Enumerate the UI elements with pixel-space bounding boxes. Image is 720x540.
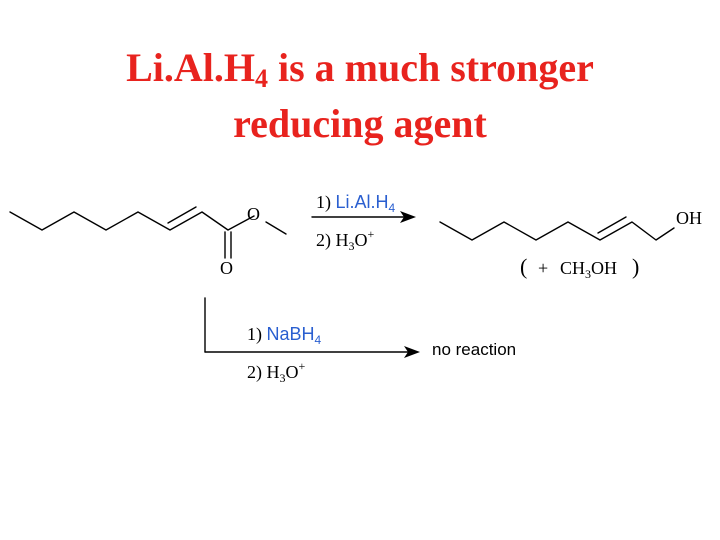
- slide-title: Li.Al.H4 is a much stronger reducing age…: [0, 40, 720, 152]
- reaction2-step1: 1) NaBH4: [247, 324, 322, 347]
- reaction1-arrowhead: [400, 211, 416, 223]
- byproduct-plus: +: [538, 258, 549, 278]
- reaction2-step2: 2) H3O+: [247, 359, 306, 385]
- reaction1-step1: 1) Li.Al.H4: [316, 192, 396, 215]
- product-alkene-double: [597, 216, 627, 234]
- reactant-methyl-bond: [265, 221, 287, 235]
- title-line-1: Li.Al.H4 is a much stronger: [126, 45, 594, 93]
- reactant-carbonyl-oxygen: O: [220, 258, 233, 278]
- reaction2-arrowhead: [404, 346, 420, 358]
- reagent-lialh4: Li.Al.H4: [335, 192, 396, 215]
- byproduct-close-paren: ): [632, 254, 640, 279]
- reactant-ester-oxygen: O: [247, 204, 260, 224]
- reactant-chain: [9, 211, 255, 231]
- byproduct-methanol: CH3OH: [560, 258, 618, 281]
- product-chain: [439, 221, 675, 241]
- title-line-2: reducing agent: [233, 101, 487, 146]
- reactant-alkene-double: [167, 206, 197, 224]
- byproduct-open-paren: (: [520, 254, 528, 279]
- product-hydroxyl: OH: [676, 208, 702, 228]
- reaction1-step2: 2) H3O+: [316, 227, 375, 253]
- reagent-nabh4: NaBH4: [266, 324, 322, 347]
- no-reaction-text: no reaction: [432, 340, 517, 359]
